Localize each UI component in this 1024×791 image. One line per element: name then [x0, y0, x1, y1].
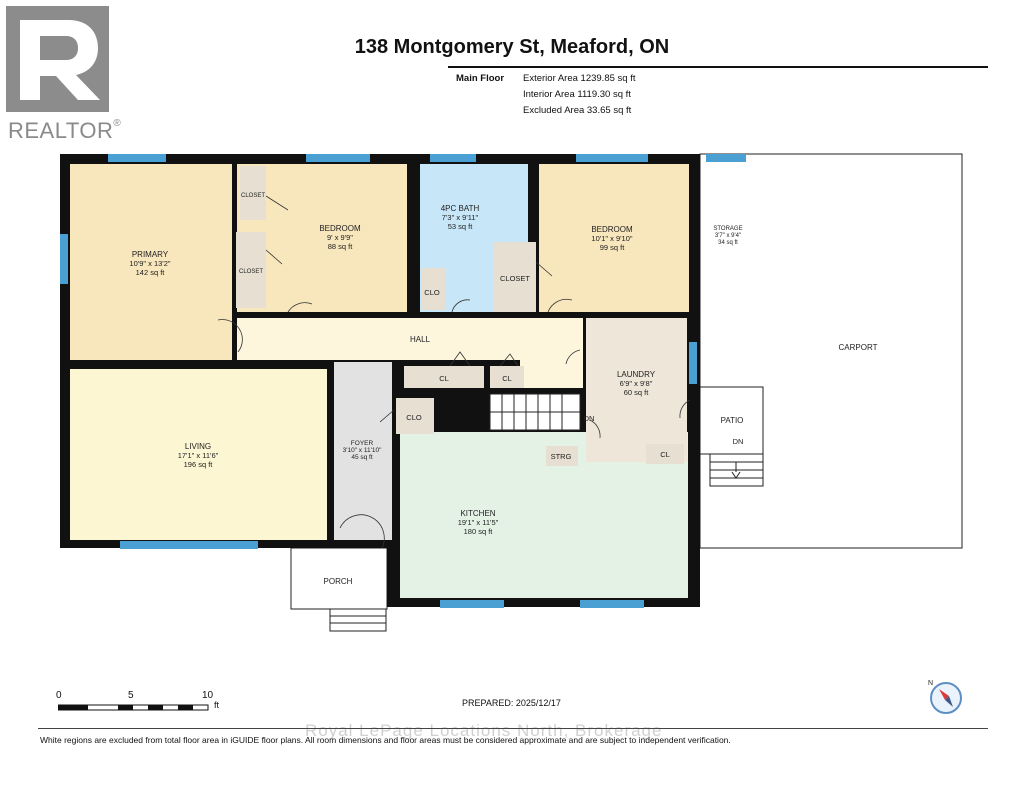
cl-label-3: CL	[660, 450, 670, 459]
porch-steps	[329, 608, 387, 632]
bedroom-2-name: BEDROOM	[591, 225, 633, 234]
realtor-logo: REALTOR®	[6, 6, 121, 143]
stairs	[489, 393, 581, 431]
closet-primary-top	[240, 166, 266, 220]
clo-label-1: CLO	[424, 288, 440, 297]
foyer-dims: 3'10" x 11'10"	[343, 447, 382, 454]
hall-label: HALL	[410, 335, 431, 344]
living-area: 196 sq ft	[184, 460, 214, 469]
storage-kitchen	[546, 446, 578, 466]
foyer-area: 45 sq ft	[351, 454, 373, 461]
scale-ten: 10	[202, 690, 214, 701]
carport-label: CARPORT	[839, 343, 878, 352]
primary-area: 142 sq ft	[136, 268, 166, 277]
closet-label-3: CLOSET	[500, 274, 530, 283]
primary-dims: 10'9" x 13'2"	[129, 259, 170, 268]
windows	[60, 154, 746, 608]
closet-hall-2	[490, 366, 524, 388]
cl-label-1: CL	[439, 374, 449, 383]
closet-label-1: CLOSET	[241, 193, 265, 199]
closet-primary-side	[236, 232, 266, 308]
laundry-area: 60 sq ft	[624, 388, 650, 397]
room-living	[70, 369, 327, 540]
floor-label: Main Floor	[456, 73, 505, 84]
bedroom-2-dims: 10'1" x 9'10"	[591, 234, 632, 243]
page-title: 138 Montgomery St, Meaford, ON	[354, 36, 670, 58]
room-primary	[70, 164, 232, 360]
room-storage	[702, 164, 757, 304]
patio-area	[699, 386, 764, 455]
exterior-area: Exterior Area 1239.85 sq ft	[523, 73, 636, 84]
closet-laundry	[646, 444, 684, 464]
room-foyer	[334, 362, 392, 540]
title-rule	[448, 66, 988, 68]
scale-unit: ft	[214, 700, 220, 710]
dn-label-stairs: DN	[584, 414, 595, 423]
clo-label-2: CLO	[406, 413, 422, 422]
scale-zero: 0	[56, 690, 62, 701]
closet-label-2: CLOSET	[239, 269, 263, 275]
cl-label-2: CL	[502, 374, 512, 383]
patio-label: PATIO	[721, 416, 744, 425]
compass-icon: N	[928, 680, 962, 714]
scale-ruler	[58, 704, 209, 711]
bedroom-2-area: 99 sq ft	[600, 243, 626, 252]
patio-steps	[709, 453, 764, 487]
bedroom-1-area: 88 sq ft	[328, 242, 354, 251]
bath-area: 53 sq ft	[448, 222, 474, 231]
living-dims: 17'1" x 11'6"	[178, 451, 219, 460]
room-bedroom-2	[539, 164, 689, 312]
storage-name: STORAGE	[713, 226, 742, 232]
bath-dims: 7'3" x 9'11"	[442, 213, 479, 222]
room-laundry	[586, 318, 687, 462]
realtor-r-icon	[20, 20, 100, 100]
watermark: Royal LePage Locations North, Brokerage	[305, 721, 663, 740]
storage-area: 34 sq ft	[718, 240, 738, 246]
footer-rule	[38, 728, 988, 729]
interior-area: Interior Area 1119.30 sq ft	[523, 89, 631, 100]
kitchen-area: 180 sq ft	[464, 527, 494, 536]
disclaimer: White regions are excluded from total fl…	[40, 735, 731, 745]
kitchen-name: KITCHEN	[460, 509, 495, 518]
compass-north: N	[928, 680, 933, 687]
closet-bedroom-2	[494, 242, 536, 312]
closet-bath	[422, 268, 446, 310]
door-swings	[217, 195, 691, 549]
storage-dims: 3'7" x 9'4"	[715, 233, 741, 239]
bedroom-1-dims: 9' x 9'9"	[327, 233, 353, 242]
bath-name: 4PC BATH	[441, 204, 480, 213]
dn-label-patio: DN	[733, 437, 744, 446]
room-hall	[237, 318, 583, 360]
scale-five: 5	[128, 690, 134, 701]
room-labels: PRIMARY 10'9" x 13'2" 142 sq ft BEDROOM …	[129, 193, 877, 586]
living-name: LIVING	[185, 442, 211, 451]
excluded-area: Excluded Area 33.65 sq ft	[523, 105, 632, 116]
bedroom-1-name: BEDROOM	[319, 224, 361, 233]
laundry-dims: 6'9" x 9'8"	[620, 379, 653, 388]
prepared-date: PREPARED: 2025/12/17	[462, 698, 561, 708]
foyer-name: FOYER	[351, 440, 374, 447]
laundry-name: LAUNDRY	[617, 370, 656, 379]
porch-label: PORCH	[324, 577, 353, 586]
strg-label: STRG	[551, 452, 572, 461]
realtor-logo-text: REALTOR®	[8, 118, 122, 143]
closet-foyer	[396, 398, 434, 434]
hall-extension	[520, 360, 583, 388]
kitchen-dims: 19'1" x 11'5"	[458, 518, 499, 527]
porch-area	[290, 547, 388, 610]
closet-hall-1	[404, 366, 484, 388]
primary-name: PRIMARY	[132, 250, 169, 259]
